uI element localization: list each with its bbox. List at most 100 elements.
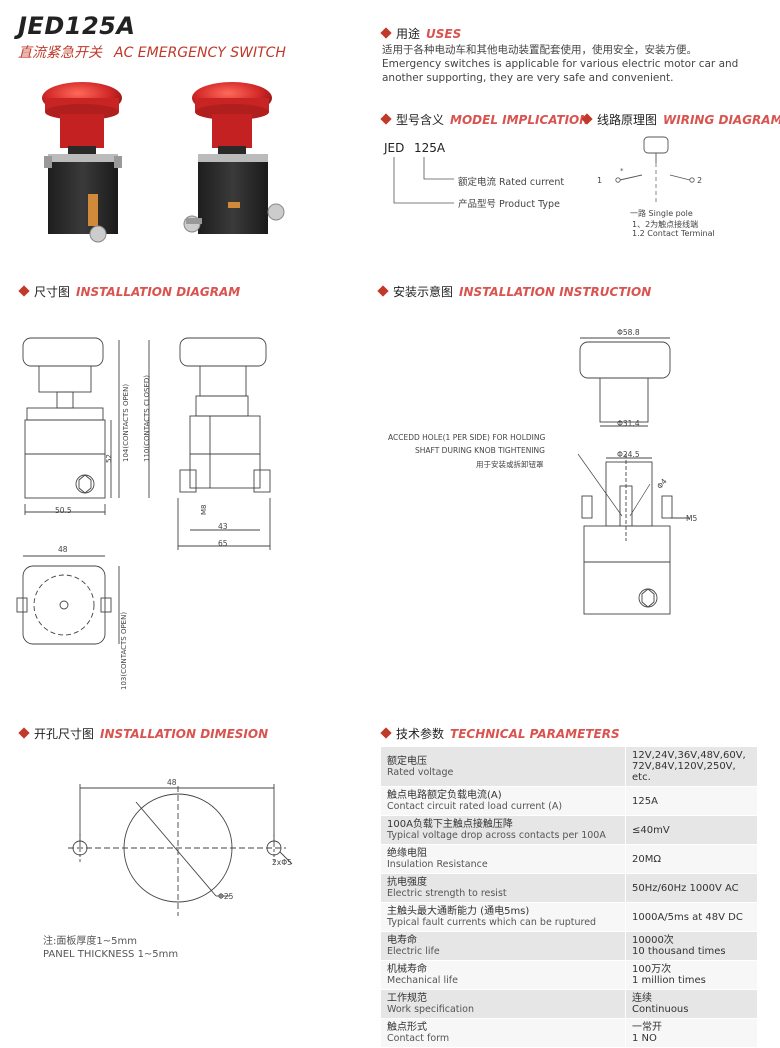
instruction-note-3: 用于安装或拆卸钮罩 (476, 460, 544, 469)
bottom-view-drawing (16, 555, 120, 645)
product-photo-right (183, 82, 285, 234)
param-value-line1: 1000A/5ms at 48V DC (632, 911, 743, 923)
model-type-label: 产品型号 Product Type (458, 199, 560, 210)
param-value-line1: 100万次 (632, 964, 672, 975)
wiring-terminal-2: 2 (697, 176, 703, 185)
cutout-drawing (68, 784, 293, 916)
model-leader-lines (393, 157, 454, 204)
instruction-drawing (577, 337, 690, 615)
dim-110: 110(CONTACTS CLOSED) (143, 375, 151, 462)
wiring-terminal-1: 1 (597, 176, 603, 185)
param-name-en: Rated voltage (387, 766, 454, 778)
param-value-line1: 20MΩ (632, 853, 661, 865)
param-value-line2: 72V,84V,120V,250V, etc. (632, 761, 736, 783)
dim-58-8: Φ58.8 (617, 328, 640, 337)
dim-65: 65 (218, 539, 228, 548)
diamond-icon (18, 727, 30, 739)
product-title: JED125A (18, 12, 136, 40)
param-value: 20MΩ (625, 844, 757, 874)
uses-text: 适用于各种电动车和其他电动装置配套使用，使用安全，安装方便。 Emergency… (382, 43, 774, 85)
dim-m5: M5 (686, 514, 698, 523)
param-value-line2: 10 thousand times (632, 946, 726, 957)
param-value: ≤40mV (625, 815, 757, 845)
param-name-en: Typical fault currents which can be rupt… (387, 917, 597, 928)
dim-48-bottom: 48 (58, 545, 68, 554)
param-name-cn: 主触头最大通断能力 (通电5ms) (387, 906, 530, 917)
diamond-icon (380, 727, 392, 739)
front-view-drawing (22, 337, 150, 515)
param-name-en: Contact form (387, 1033, 450, 1044)
model-code-a: JED (384, 141, 405, 155)
param-name-cn: 触点电路额定负载电流(A) (387, 790, 502, 801)
dim-m8: M8 (200, 504, 208, 516)
param-value-line1: 连续 (632, 993, 652, 1004)
param-name-cn: 电寿命 (387, 935, 417, 946)
dim-103: 103(CONTACTS OPEN) (120, 611, 128, 690)
instruction-note-2: SHAFT DURING KNOB TIGHTENING (415, 446, 545, 455)
model-rated-label: 额定电流 Rated current (458, 177, 565, 188)
param-value-line1: ≤40mV (632, 824, 670, 836)
param-value-line1: 12V,24V,36V,48V,60V, (632, 750, 746, 761)
diamond-icon (581, 113, 593, 125)
param-value: 12V,24V,36V,48V,60V,72V,84V,120V,250V, e… (625, 747, 757, 787)
cutout-dim-48: 48 (167, 778, 177, 787)
param-name-cn: 工作规范 (387, 993, 427, 1004)
param-name-cn: 额定电压 (387, 755, 427, 767)
instruction-note-1: ACCEDD HOLE(1 PER SIDE) FOR HOLDING (388, 433, 546, 442)
param-name-en: Insulation Resistance (387, 859, 488, 870)
param-name-en: Contact circuit rated load current (A) (387, 801, 563, 812)
dim-104: 104(CONTACTS OPEN) (122, 383, 130, 462)
dim-50-5: 50.5 (55, 506, 72, 515)
wiring-diagram: * (615, 136, 695, 203)
cutout-dim-2x5: 2xΦ5 (272, 858, 292, 867)
wiring-note-2: 1、2为触点接线端 (632, 220, 699, 229)
param-name-en: Work specification (387, 1004, 474, 1015)
table-row: 主触头最大通断能力 (通电5ms)Typical fault currents … (381, 902, 757, 932)
param-name-cn: 绝缘电阻 (387, 848, 427, 859)
param-name-cn: 机械寿命 (387, 964, 427, 975)
panel-thickness-note: 注:面板厚度1~5mm PANEL THICKNESS 1~5mm (43, 935, 178, 961)
param-name: 触点电路额定负载电流(A)Contact circuit rated load … (381, 786, 626, 816)
param-name-cn: 100A负载下主触点接触压降 (387, 819, 513, 830)
param-value-line2: Continuous (632, 1004, 689, 1015)
dim-52: 52 (105, 454, 113, 463)
param-name-en: Typical voltage drop across contacts per… (387, 830, 606, 841)
param-name-en: Electric strength to resist (387, 888, 507, 899)
dim-24-5: Φ24.5 (617, 450, 640, 459)
wiring-note-3: 1.2 Contact Terminal (632, 229, 715, 238)
product-photo-left (42, 82, 122, 243)
cutout-dim-25: Φ25 (218, 892, 234, 901)
svg-text:*: * (620, 167, 624, 175)
diamond-icon (18, 285, 30, 297)
uses-text-cn: 适用于各种电动车和其他电动装置配套使用，使用安全，安装方便。 (382, 44, 697, 56)
param-value-line1: 10000次 (632, 935, 674, 946)
dim-43: 43 (218, 522, 228, 531)
diamond-icon (380, 113, 392, 125)
uses-text-en: Emergency switches is applicable for var… (382, 58, 739, 84)
